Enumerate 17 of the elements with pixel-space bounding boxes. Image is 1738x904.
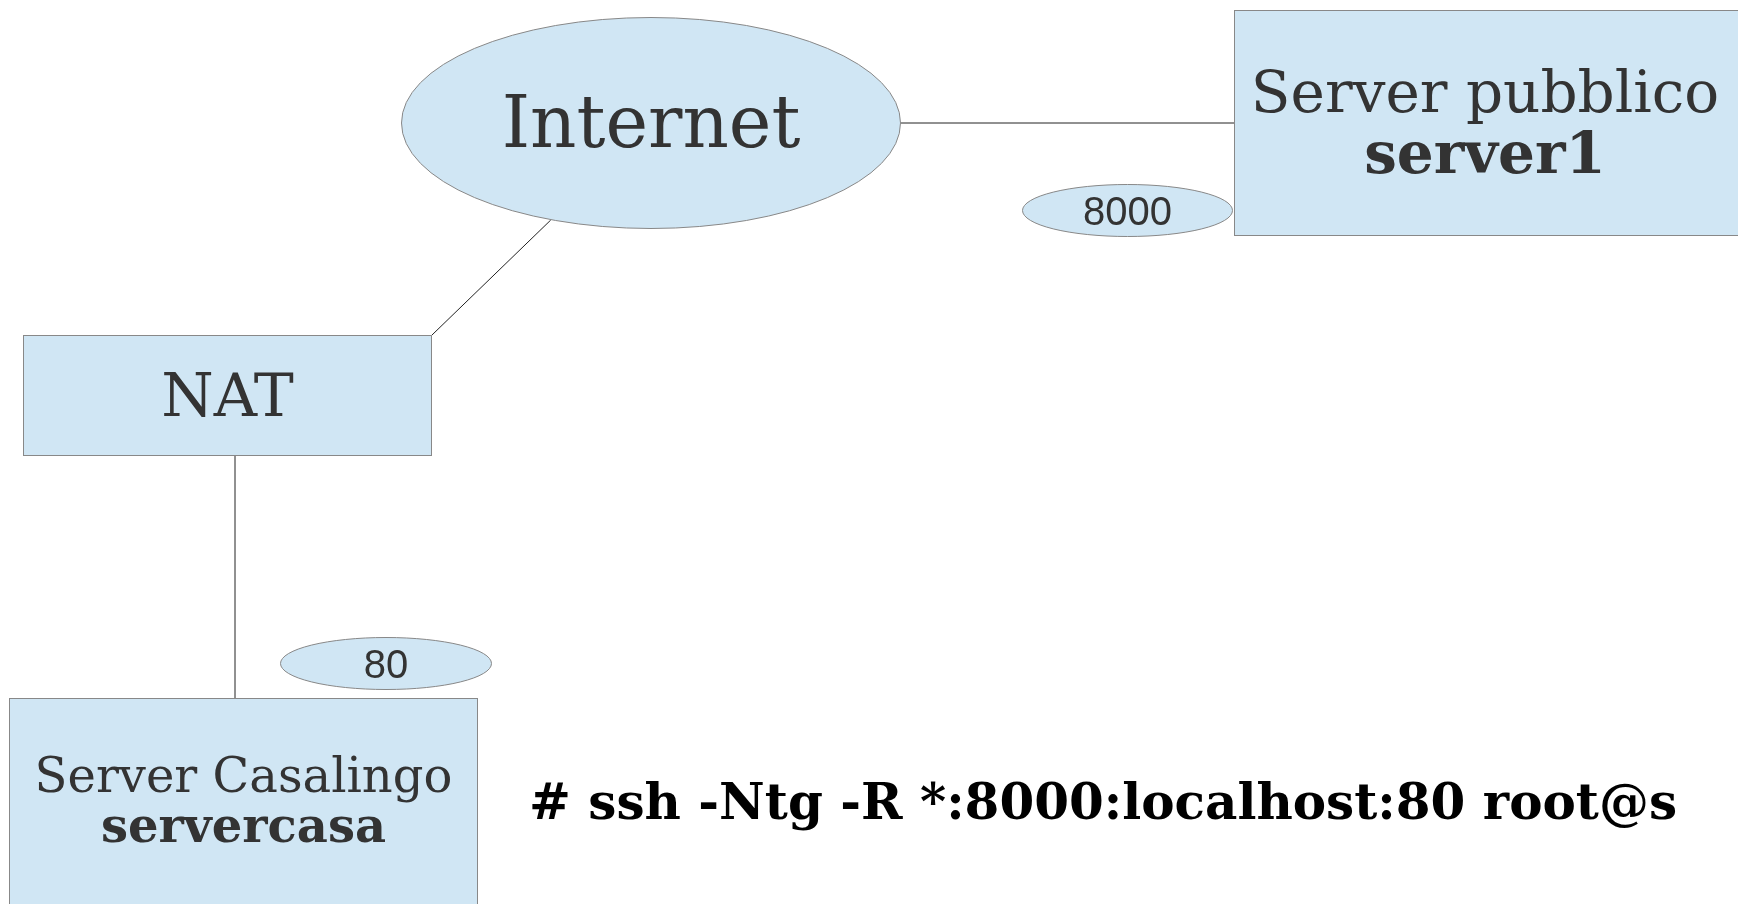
connector-line xyxy=(900,122,1235,124)
hostname: server1 xyxy=(1364,123,1606,184)
router-box xyxy=(23,335,432,456)
network-ellipse xyxy=(401,17,901,229)
connector-line xyxy=(431,219,552,336)
connector-line xyxy=(234,455,236,699)
node-label: 8000 xyxy=(1083,189,1172,232)
server-box xyxy=(1234,10,1738,236)
server-box xyxy=(9,698,478,904)
command-text: # ssh -Ntg -R *:8000:localhost:80 root@s xyxy=(529,772,1678,831)
node-label: Internet xyxy=(501,85,801,161)
node-label: NAT xyxy=(161,364,294,427)
port-ellipse xyxy=(1022,184,1233,237)
node-label: Server pubblico xyxy=(1250,62,1720,123)
node-label: 80 xyxy=(363,642,409,685)
hostname: servercasa xyxy=(101,800,386,851)
port-ellipse xyxy=(280,637,492,690)
